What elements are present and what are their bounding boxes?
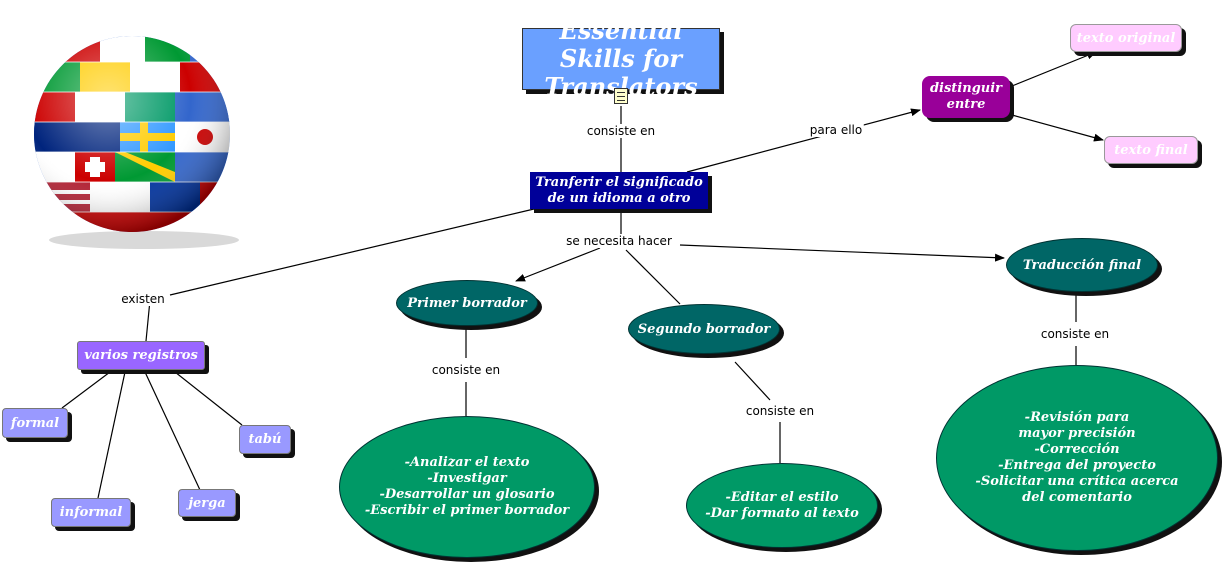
distinguir-entre-node[interactable]: distinguir entre	[922, 76, 1010, 118]
link-label-consiste-en-primer: consiste en	[429, 363, 503, 377]
registro-tabu-node[interactable]: tabú	[239, 425, 291, 454]
document-icon[interactable]	[614, 88, 628, 104]
traduccion-final-detalle[interactable]: -Revisión para mayor precisión -Correcci…	[936, 365, 1218, 551]
registro-jerga-node[interactable]: jerga	[178, 489, 236, 517]
link-label-para-ello: para ello	[807, 123, 865, 137]
link-label-consiste-en: consiste en	[584, 124, 658, 138]
segundo-borrador-node[interactable]: Segundo borrador	[628, 304, 780, 354]
link-label-se-necesita-hacer: se necesita hacer	[564, 234, 674, 248]
varios-registros-node[interactable]: varios registros	[77, 341, 205, 370]
link-label-existen: existen	[119, 292, 167, 306]
segundo-borrador-detalle[interactable]: -Editar el estilo -Dar formato al texto	[686, 463, 878, 548]
traduccion-final-node[interactable]: Traducción final	[1006, 238, 1158, 292]
registro-formal-node[interactable]: formal	[2, 408, 68, 438]
world-flags-globe	[34, 36, 239, 249]
registro-informal-node[interactable]: informal	[51, 498, 131, 527]
map-title: Essential Skills for Translators	[522, 17, 720, 101]
main-concept[interactable]: Tranferir el significado de un idioma a …	[530, 172, 708, 209]
texto-final-node[interactable]: texto final	[1104, 136, 1198, 164]
primer-borrador-detalle[interactable]: -Analizar el texto -Investigar -Desarrol…	[339, 416, 595, 558]
texto-original-node[interactable]: texto original	[1070, 24, 1182, 52]
primer-borrador-node[interactable]: Primer borrador	[396, 280, 538, 326]
link-label-consiste-en-final: consiste en	[1038, 327, 1112, 341]
link-label-consiste-en-segundo: consiste en	[743, 404, 817, 418]
